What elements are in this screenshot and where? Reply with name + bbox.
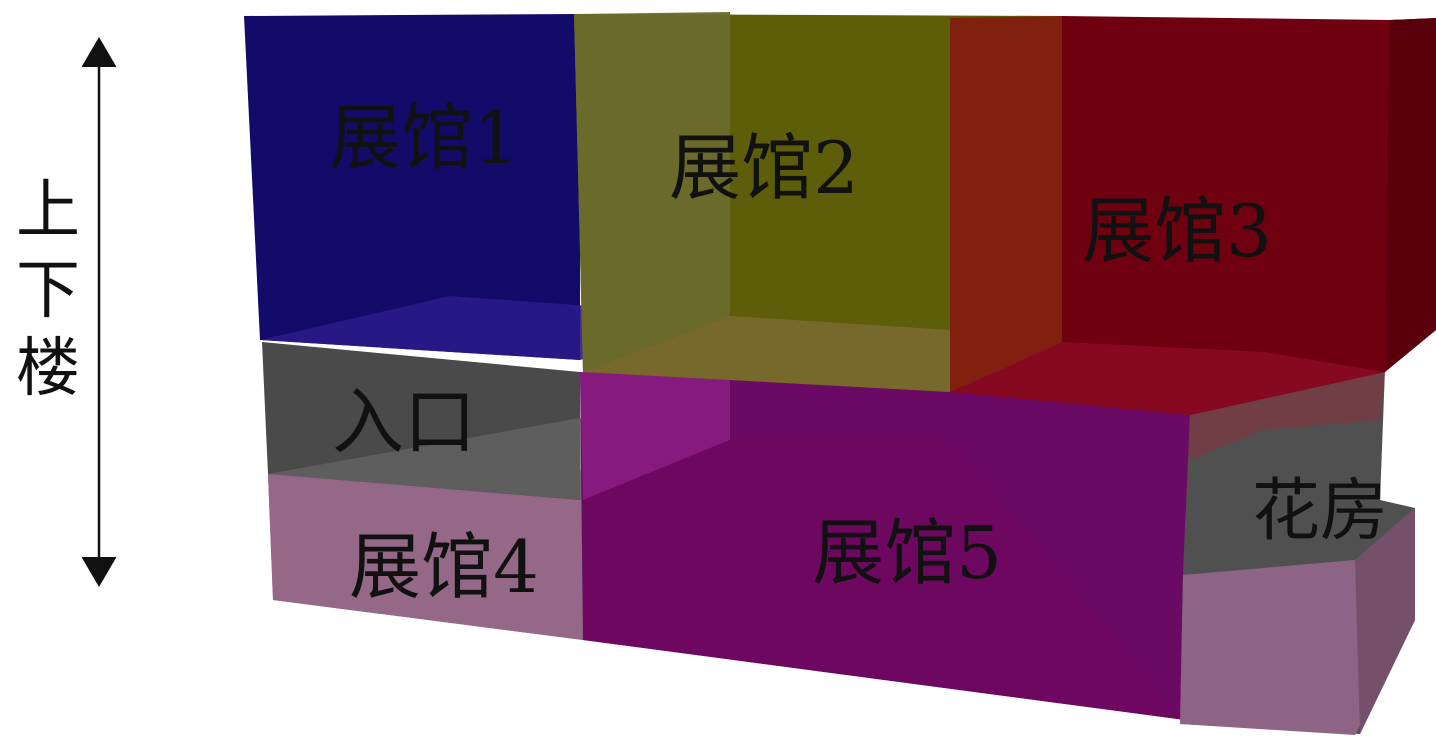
room-labels: 展馆1 展馆2 展馆3 入口 展馆4 展馆5 花房: [329, 96, 1388, 609]
hall5-block: [580, 372, 1190, 720]
greenhouse-label: 花房: [1252, 472, 1388, 551]
axis-label-vertical: 上 下 楼: [16, 174, 80, 406]
axis-label-char-3: 楼: [16, 332, 80, 406]
axis-label-char-1: 上: [16, 174, 80, 248]
hall1-label: 展馆1: [329, 96, 519, 180]
hall4-label: 展馆4: [349, 525, 539, 609]
hall3-block: [950, 16, 1436, 415]
hall3-label: 展馆3: [1082, 189, 1272, 273]
hall2-block: [574, 12, 1062, 392]
entrance-label: 入口: [332, 380, 476, 464]
axis-label-char-2: 下: [16, 254, 80, 328]
hall2-label: 展馆2: [669, 126, 859, 210]
hall5-label: 展馆5: [812, 511, 1002, 595]
